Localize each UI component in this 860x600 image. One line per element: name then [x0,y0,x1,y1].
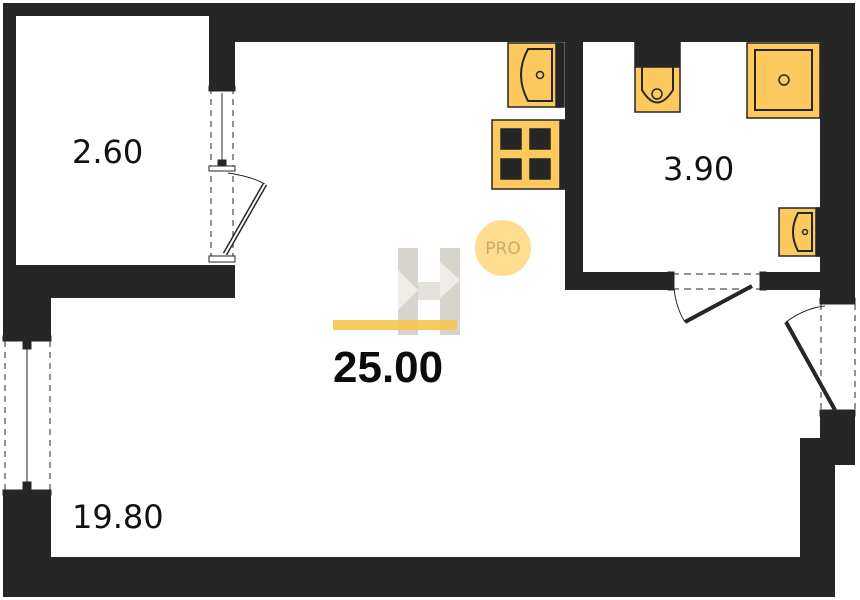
logo-watermark [398,248,460,335]
stove-icon [491,119,567,190]
bathroom-sink-icon [778,207,822,257]
left-window [2,335,52,496]
room-area-storage: 2.60 [72,133,143,171]
shower-icon [746,42,821,119]
storage-door [208,85,268,263]
pro-badge: PRO [475,220,531,276]
room-area-living: 19.80 [72,498,164,536]
total-area: 25.00 [333,343,443,392]
kitchen-sink-icon [507,42,565,108]
pro-badge-label: PRO [485,239,520,259]
room-area-bathroom: 3.90 [663,150,734,188]
bathroom-door [667,271,767,324]
entrance-door [784,297,856,417]
walls [3,3,855,597]
accent-bar [333,320,457,330]
toilet-icon [634,41,681,113]
